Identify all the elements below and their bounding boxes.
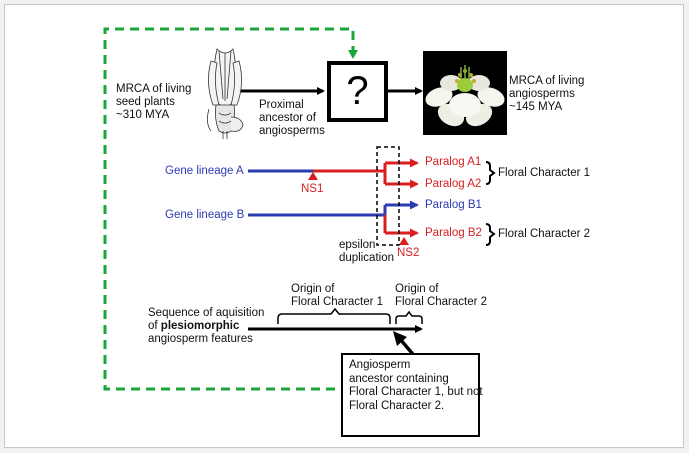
mrca-angio-line-1: MRCA of living	[509, 75, 585, 87]
paralog-b1-label: Paralog B1	[425, 199, 482, 211]
gene-lineage-b-label: Gene lineage B	[165, 209, 245, 221]
diagram-lines	[103, 27, 507, 391]
figure-frame: MRCA of living seed plants ~310 MYA Prox…	[4, 4, 684, 448]
bracket-fc1	[485, 161, 496, 185]
origin-1-line-1: Origin of	[291, 283, 335, 295]
mrca-angio-label: MRCA of living angiosperms ~145 MYA	[509, 75, 584, 114]
origin-2-label: Origin of Floral Character 2	[395, 283, 487, 309]
mrca-seed-label: MRCA of living seed plants ~310 MYA	[116, 83, 191, 122]
mrca-angio-line-2: angiosperms	[509, 88, 575, 100]
proximal-line-1: Proximal	[259, 99, 304, 111]
question-box: ?	[327, 61, 388, 122]
origin-1-label: Origin of Floral Character 1	[291, 283, 383, 309]
paralog-b2-label: Paralog B2	[425, 227, 482, 239]
green-arrowhead	[348, 50, 358, 59]
ancestor-box-line-4: Floral Character 2.	[349, 399, 445, 412]
sequence-line-3: angiosperm features	[148, 333, 253, 345]
sequence-line-2: of plesiomorphic	[148, 320, 264, 333]
ancestor-box-line-1: Angiosperm	[349, 359, 411, 371]
brace-origin-1	[277, 307, 391, 324]
paralog-a1-label: Paralog A1	[425, 156, 482, 168]
origin-1-line-2: Floral Character 1	[291, 296, 384, 308]
ns1-marker	[308, 172, 318, 180]
epsilon-dashed-box	[376, 146, 400, 246]
bracket-fc2	[485, 223, 496, 246]
origin-2-line-1: Origin of	[395, 283, 439, 295]
proximal-ancestor-label: Proximal ancestor of angiosperms	[259, 99, 325, 138]
arrow-box-to-sequence-head	[393, 331, 407, 346]
mrca-seed-line-3: ~310 MYA	[116, 109, 170, 121]
origin-2-line-2: Floral Character 2	[395, 296, 488, 308]
epsilon-line-2: duplication	[339, 252, 394, 264]
ancestor-box: Angiosperm ancestor containing Floral Ch…	[341, 353, 483, 437]
seed-plant-flower-image	[207, 48, 244, 139]
mrca-seed-line-1: MRCA of living	[116, 83, 192, 95]
proximal-line-3: angiosperms	[259, 125, 325, 137]
floral-character-1-label: Floral Character 1	[498, 167, 591, 179]
ns2-label: NS2	[397, 247, 420, 259]
ancestor-box-line-3: Floral Character 1, but not	[349, 386, 483, 398]
epsilon-duplication-label: epsilon duplication	[339, 239, 394, 265]
sequence-bold-word: plesiomorphic	[160, 320, 240, 332]
ns2-marker	[399, 237, 409, 245]
sequence-prefix: of	[148, 320, 161, 332]
ns1-label: NS1	[301, 183, 324, 195]
angiosperm-flower-image	[423, 51, 507, 135]
proximal-line-2: ancestor of	[259, 112, 316, 124]
gene-lineage-a-label: Gene lineage A	[165, 165, 244, 177]
floral-character-2-label: Floral Character 2	[498, 228, 591, 240]
mrca-angio-line-3: ~145 MYA	[509, 101, 563, 113]
mrca-seed-line-2: seed plants	[116, 96, 175, 108]
brace-origin-2	[395, 310, 423, 324]
paralog-a2-label: Paralog A2	[425, 178, 482, 190]
ancestor-box-line-2: ancestor containing	[349, 372, 449, 385]
sequence-label: Sequence of aquisition of plesiomorphic …	[148, 307, 264, 346]
epsilon-line-1: epsilon	[339, 239, 376, 251]
sequence-line-1: Sequence of aquisition	[148, 307, 265, 319]
green-dashed-loop	[103, 27, 355, 391]
